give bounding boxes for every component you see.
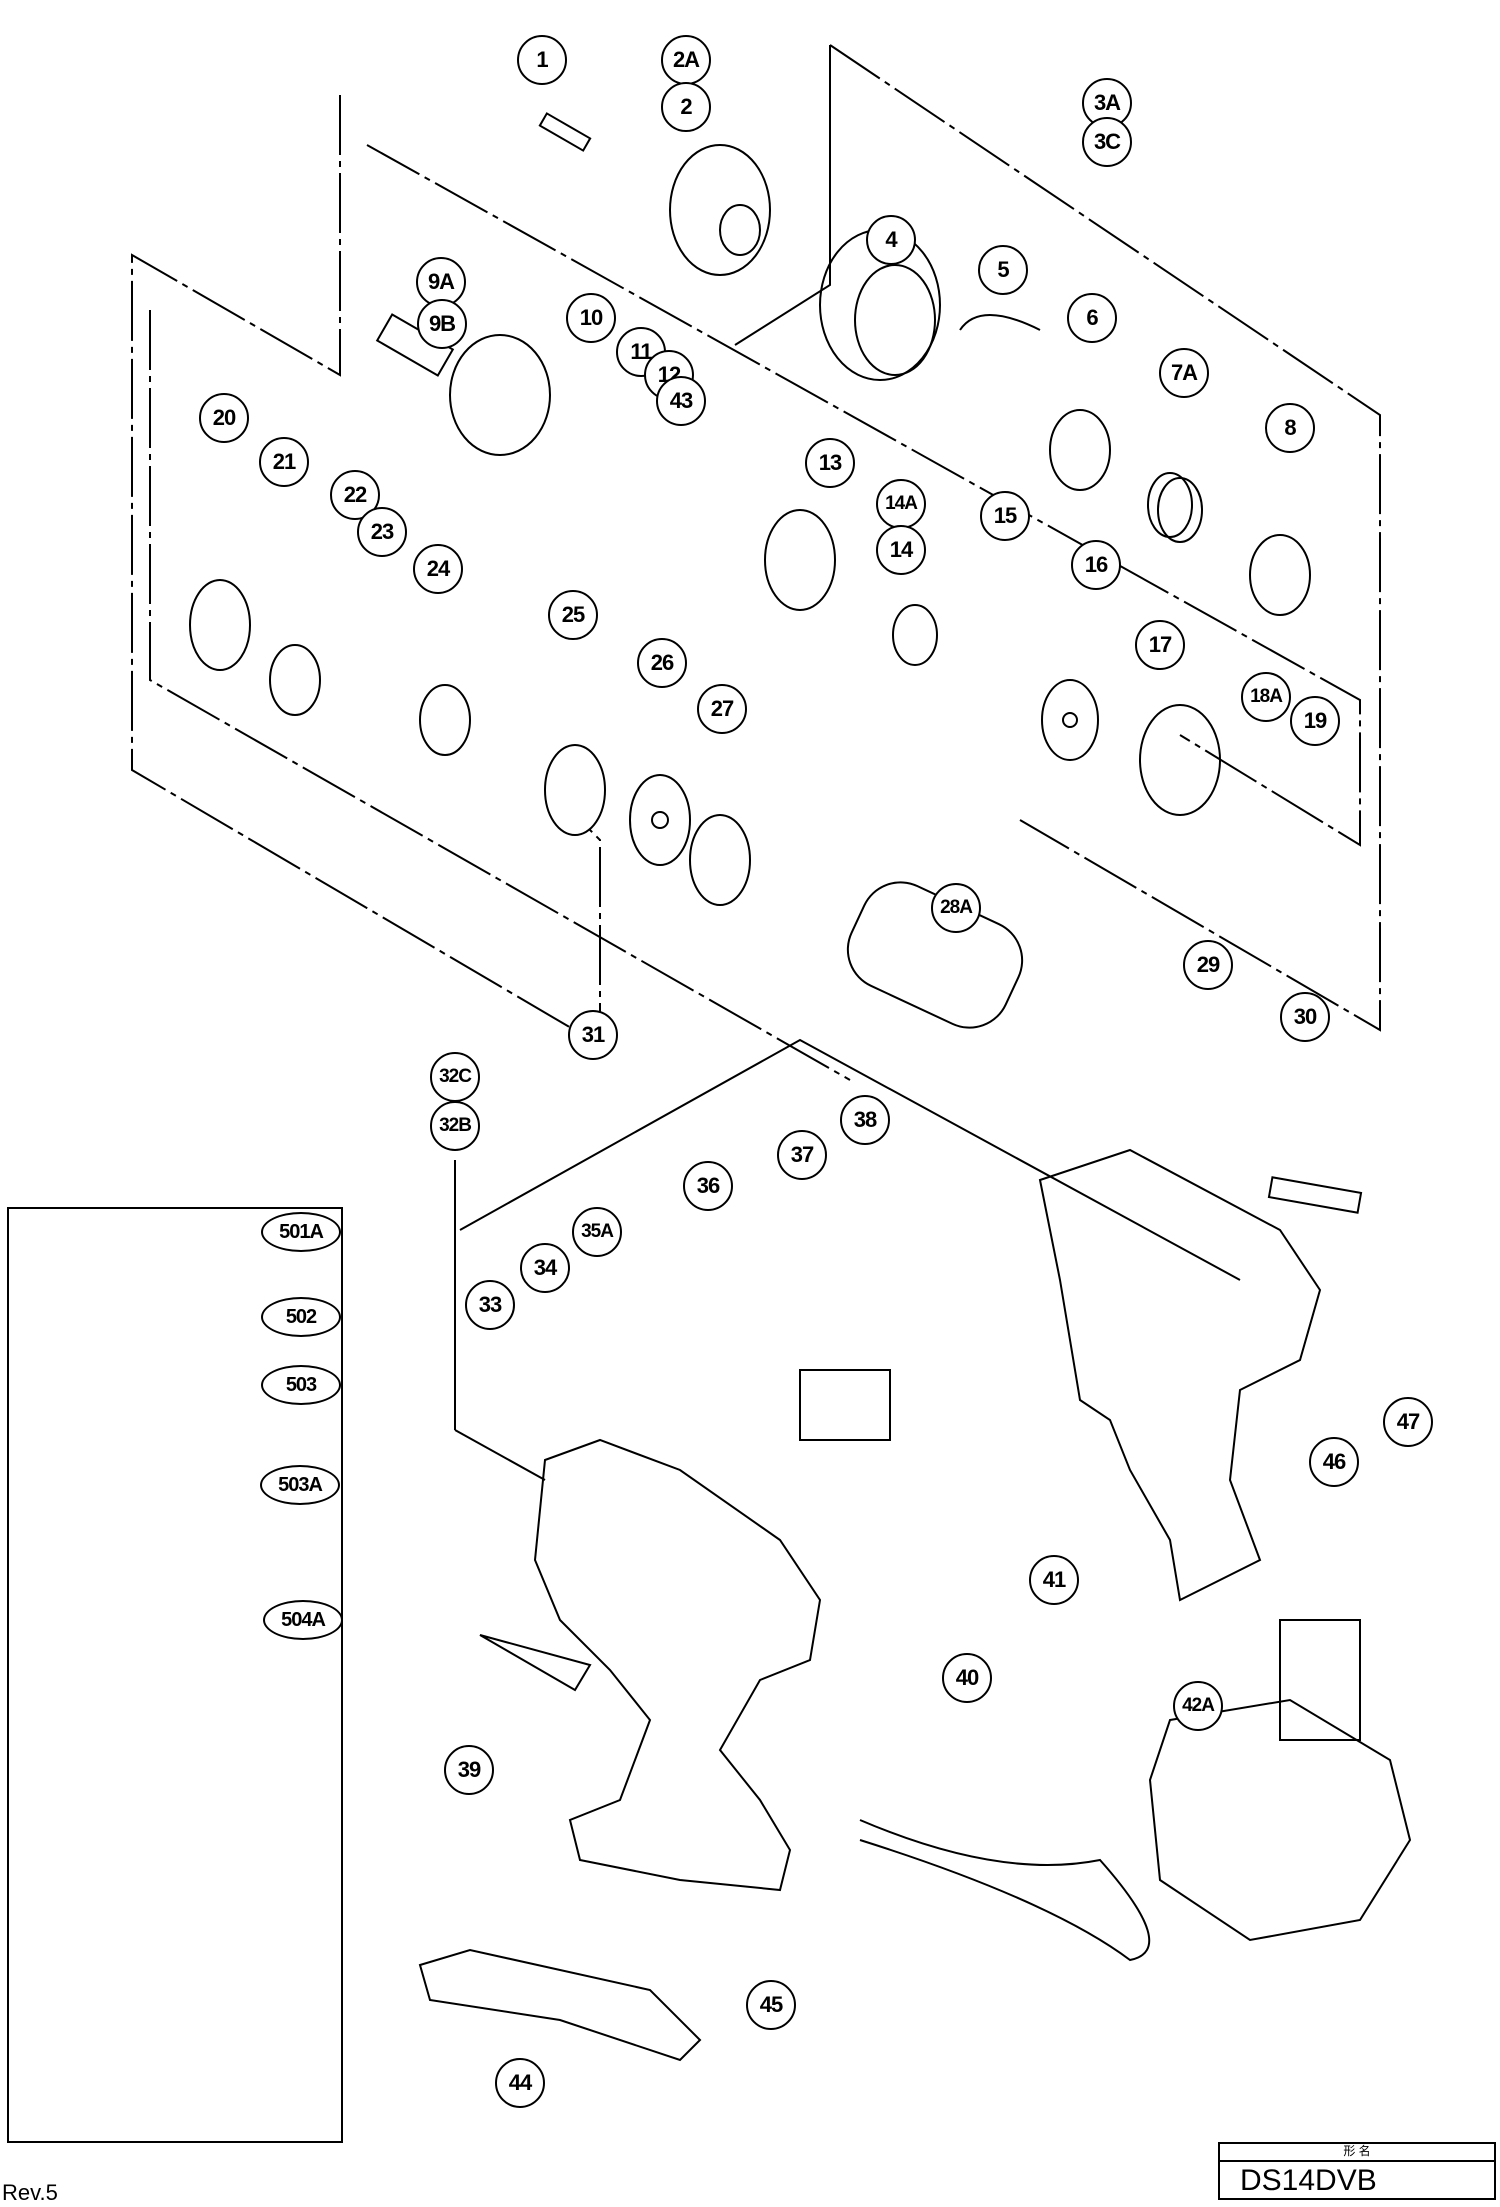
callout-23: 23 xyxy=(357,507,407,557)
callout-5: 5 xyxy=(978,245,1028,295)
accessories-box xyxy=(7,1207,343,2143)
callout-15: 15 xyxy=(980,491,1030,541)
accessory-callout-504a: 504A xyxy=(263,1600,343,1640)
callout-10: 10 xyxy=(566,293,616,343)
gear-ring-part xyxy=(764,509,836,611)
callout-1: 1 xyxy=(517,35,567,85)
callout-32b: 32B xyxy=(430,1101,480,1151)
callout-16: 16 xyxy=(1071,540,1121,590)
revision-label: Rev.5 xyxy=(2,2180,58,2205)
accessory-callout-501a: 501A xyxy=(261,1212,341,1252)
callout-46: 46 xyxy=(1309,1437,1359,1487)
callout-26: 26 xyxy=(637,638,687,688)
callout-42a: 42A xyxy=(1173,1681,1223,1731)
switch-part xyxy=(799,1369,891,1441)
callout-43: 43 xyxy=(656,376,706,426)
group-bracket-chuck xyxy=(734,45,831,346)
callout-6: 6 xyxy=(1067,293,1117,343)
label-part xyxy=(1267,1176,1363,1214)
ring-part xyxy=(544,744,606,836)
gear-case-part xyxy=(1139,704,1221,816)
gear-part xyxy=(419,684,471,756)
callout-9b: 9B xyxy=(417,299,467,349)
callout-39: 39 xyxy=(444,1745,494,1795)
callout-22: 22 xyxy=(330,470,380,520)
callout-20: 20 xyxy=(199,393,249,443)
group-bracket-outer xyxy=(829,44,1381,1032)
spring-part xyxy=(1147,472,1203,543)
strap-part xyxy=(859,1819,1151,1962)
leader-32-body xyxy=(454,1429,546,1481)
accessory-callout-503a: 503A xyxy=(260,1465,340,1505)
housing-right-part xyxy=(1038,1148,1322,1602)
callout-44: 44 xyxy=(495,2058,545,2108)
model-name: DS14DVB xyxy=(1240,2164,1377,2197)
washer-part xyxy=(629,774,691,866)
group-bracket-gear-top xyxy=(131,95,601,1047)
callout-3c: 3C xyxy=(1082,117,1132,167)
callout-27: 27 xyxy=(697,684,747,734)
model-box: 形 名 DS14DVB xyxy=(1218,2142,1496,2200)
bracket-part xyxy=(689,814,751,906)
callout-4: 4 xyxy=(866,215,916,265)
callout-32c: 32C xyxy=(430,1052,480,1102)
callout-2: 2 xyxy=(661,82,711,132)
carrier-part xyxy=(269,644,321,716)
callout-19: 19 xyxy=(1290,696,1340,746)
callout-47: 47 xyxy=(1383,1397,1433,1447)
callout-28a: 28A xyxy=(931,883,981,933)
callout-33: 33 xyxy=(465,1280,515,1330)
model-label-header: 形 名 xyxy=(1220,2144,1494,2162)
nut-part xyxy=(1049,409,1111,491)
callout-9a: 9A xyxy=(416,257,466,307)
belt-hook-part xyxy=(418,1948,702,2062)
callout-31: 31 xyxy=(568,1010,618,1060)
callout-7a: 7A xyxy=(1159,348,1209,398)
wedge-part xyxy=(479,1634,592,1692)
callout-35a: 35A xyxy=(572,1207,622,1257)
plate-part xyxy=(1249,534,1311,616)
callout-41: 41 xyxy=(1029,1555,1079,1605)
battery-part xyxy=(1148,1619,1412,1942)
accessory-callout-502: 502 xyxy=(261,1297,341,1337)
spring-ring-part xyxy=(959,314,1041,331)
callout-36: 36 xyxy=(683,1161,733,1211)
callout-14: 14 xyxy=(876,525,926,575)
callout-2a: 2A xyxy=(661,35,711,85)
housing-left-part xyxy=(533,1438,822,1892)
group-bracket-inner xyxy=(366,144,1361,847)
callout-37: 37 xyxy=(777,1130,827,1180)
callout-38: 38 xyxy=(840,1095,890,1145)
planet-carrier-part xyxy=(892,604,938,666)
callout-18a: 18A xyxy=(1241,672,1291,722)
callout-8: 8 xyxy=(1265,403,1315,453)
washer-2-part xyxy=(1041,679,1099,761)
screw-part xyxy=(538,112,592,152)
callout-45: 45 xyxy=(746,1980,796,2030)
callout-40: 40 xyxy=(942,1653,992,1703)
callout-30: 30 xyxy=(1280,992,1330,1042)
callout-34: 34 xyxy=(520,1243,570,1293)
callout-21: 21 xyxy=(259,437,309,487)
accessory-callout-503: 503 xyxy=(261,1365,341,1405)
callout-13: 13 xyxy=(805,438,855,488)
callout-29: 29 xyxy=(1183,940,1233,990)
chuck-part xyxy=(669,144,771,276)
callout-25: 25 xyxy=(548,590,598,640)
ring-gear-part xyxy=(189,579,251,671)
callout-17: 17 xyxy=(1135,620,1185,670)
callout-24: 24 xyxy=(413,544,463,594)
group-bracket-housing xyxy=(459,1038,1241,1281)
group-bracket-gear xyxy=(149,310,851,1081)
callout-14a: 14A xyxy=(876,479,926,529)
